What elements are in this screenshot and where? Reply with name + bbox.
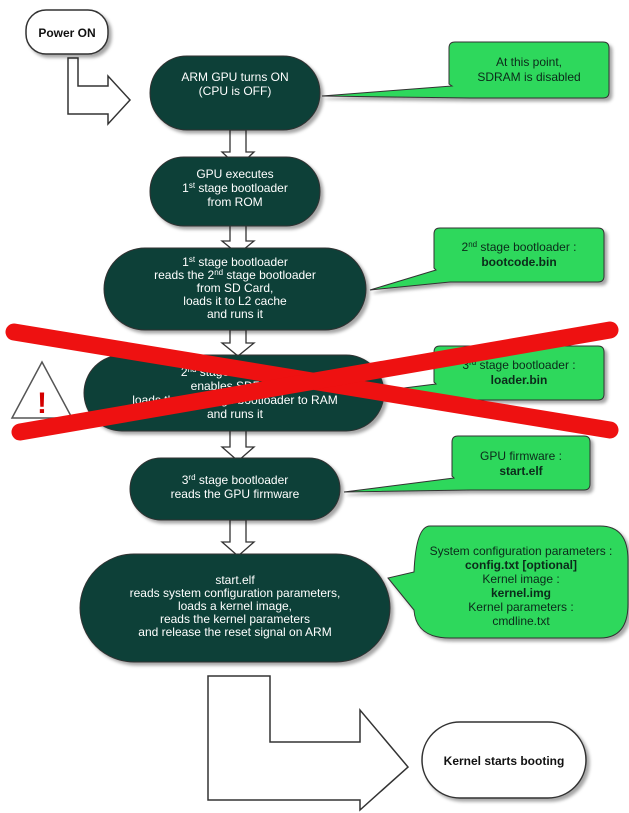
text-line: 3rd stage bootloader	[182, 473, 289, 487]
text-line: System configuration parameters :	[430, 544, 613, 558]
text-line: GPU firmware :	[480, 449, 562, 463]
kernel-starts-terminal: Kernel starts booting	[421, 721, 587, 799]
warning-exclamation: !	[37, 387, 47, 420]
note-gpu-firmware: GPU firmware :start.elf	[343, 435, 591, 493]
text-line: bootcode.bin	[481, 255, 556, 269]
text-line: loader.bin	[491, 373, 548, 387]
text-line: start.elf	[499, 464, 543, 478]
note-sdram-disabled: At this point,SDRAM is disabled	[321, 41, 610, 99]
text-line: from ROM	[207, 195, 262, 209]
text-line: At this point,	[496, 55, 562, 69]
note-bootcode-text: 2nd stage bootloader :bootcode.bin	[462, 240, 577, 269]
note-config-text: System configuration parameters :config.…	[430, 544, 613, 628]
text-line: loads it to L2 cache	[183, 294, 287, 308]
text-line: reads the 2nd stage bootloader	[154, 268, 316, 282]
text-line-rest: stage bootloader	[195, 255, 288, 269]
down-arrow-5	[220, 519, 256, 557]
text-line: cmdline.txt	[492, 614, 550, 628]
note-gpu-firmware-text: GPU firmware :start.elf	[480, 449, 562, 478]
text-line-rest: stage bootloader :	[476, 358, 575, 372]
kernel-starts-label: Kernel starts booting	[444, 754, 565, 768]
note-config: System configuration parameters :config.…	[387, 525, 629, 639]
superscript: rd	[188, 473, 195, 482]
text-line: from SD Card,	[197, 281, 274, 295]
text-line: reads system configuration parameters,	[130, 586, 341, 600]
down-arrow-4	[220, 429, 256, 462]
power-on-terminal: Power ON	[25, 9, 109, 55]
note-bootcode: 2nd stage bootloader :bootcode.bin	[369, 227, 605, 291]
superscript: st	[189, 181, 196, 190]
text-line: Kernel parameters :	[468, 600, 573, 614]
text-line: SDRAM is disabled	[477, 70, 580, 84]
text-line: kernel.img	[491, 586, 551, 600]
step-gpu-on-text: ARM GPU turns ON(CPU is OFF)	[181, 70, 288, 98]
power-arrow	[67, 57, 132, 126]
text-line: and runs it	[207, 307, 264, 321]
text-line: loads a kernel image,	[178, 599, 292, 613]
text-line: GPU executes	[196, 167, 273, 181]
text-line: and runs it	[207, 407, 264, 421]
text-line-rest: stage bootloader :	[477, 240, 576, 254]
note-loader-text: 3rd stage bootloader :loader.bin	[462, 358, 575, 387]
text-line: reads the GPU firmware	[171, 487, 300, 501]
text-line: 1st stage bootloader	[182, 255, 288, 269]
text-line: 3rd stage bootloader :	[462, 358, 575, 372]
big-arrow-to-kernel	[207, 675, 410, 812]
step-gpu-on: ARM GPU turns ON(CPU is OFF)	[149, 55, 321, 131]
superscript: st	[189, 255, 196, 264]
text-line: 1st stage bootloader	[182, 181, 288, 195]
note-sdram-disabled-text: At this point,SDRAM is disabled	[477, 55, 580, 84]
text-line: and release the reset signal on ARM	[138, 625, 331, 639]
power-on-label: Power ON	[38, 26, 95, 40]
text-line: ARM GPU turns ON	[181, 70, 288, 84]
text-line: config.txt [optional]	[465, 558, 577, 572]
down-arrow-3	[220, 329, 256, 357]
superscript: rd	[469, 358, 476, 367]
warning-sign: !	[10, 360, 74, 420]
red-cross-out	[5, 321, 619, 441]
cross-stroke-2	[11, 321, 619, 441]
text-line: (CPU is OFF)	[199, 84, 272, 98]
superscript: nd	[214, 268, 223, 277]
flow-arrows	[67, 57, 410, 812]
text-line: reads the kernel parameters	[160, 612, 310, 626]
text-line-rest: stage bootloader	[196, 473, 289, 487]
annotation-notes: At this point,SDRAM is disabled 2nd stag…	[321, 41, 629, 639]
text-line: start.elf	[215, 573, 255, 587]
text-line-rest: stage bootloader	[223, 268, 316, 282]
text-line: Kernel image :	[482, 572, 559, 586]
text-line: 2nd stage bootloader :	[462, 240, 577, 254]
superscript: nd	[468, 240, 477, 249]
text-line-rest: stage bootloader	[195, 181, 288, 195]
